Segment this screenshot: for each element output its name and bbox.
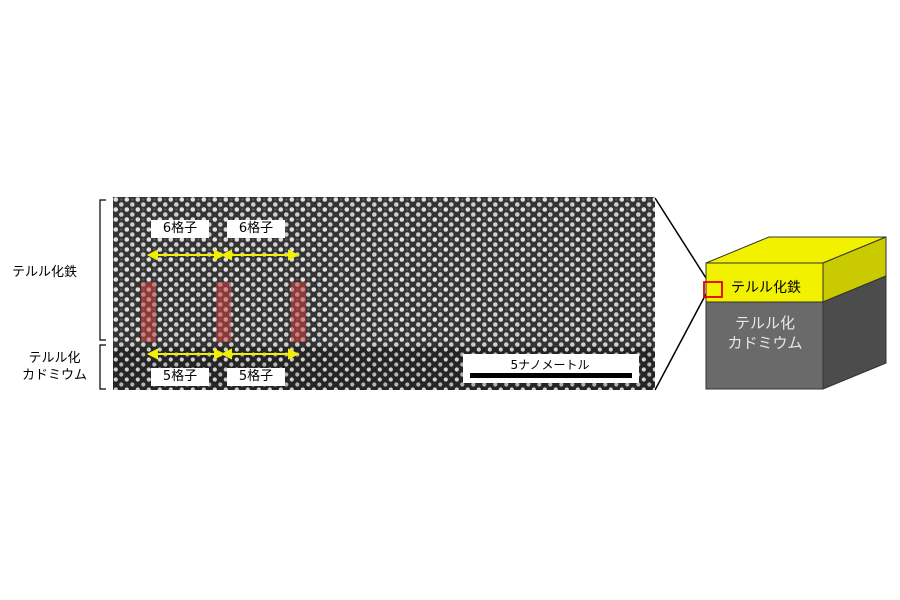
lattice-arrow-bottom	[146, 348, 300, 360]
dislocation-marker	[291, 282, 306, 342]
lattice-count-bottom-left: 5格子	[151, 368, 209, 386]
cadmium-telluride-label: テルル化 カドミウム	[22, 350, 87, 384]
scale-bar-box	[463, 354, 639, 383]
scale-bar-label: 5ナノメートル	[510, 358, 590, 372]
cadmium-telluride-label-line2: カドミウム	[22, 368, 88, 383]
cube-substrate-label-line2: カドミウム	[727, 334, 803, 352]
dislocation-marker	[216, 282, 231, 342]
iron-telluride-label: テルル化鉄	[12, 265, 78, 280]
cube-substrate-label-line1: テルル化	[734, 314, 795, 332]
layer-cube-diagram	[703, 236, 887, 390]
region-highlight	[703, 281, 723, 298]
cadmium-telluride-label-line1: テルル化	[28, 351, 81, 366]
scale-bar	[470, 373, 632, 378]
cube-substrate-label: テルル化 カドミウム	[707, 313, 823, 353]
lattice-count-top-left: 6格子	[151, 220, 209, 238]
substrate-side-face	[822, 275, 887, 390]
cube-film-label: テルル化鉄	[731, 280, 801, 296]
lattice-count-bottom-right: 5格子	[227, 368, 285, 386]
dislocation-marker	[141, 282, 156, 342]
lattice-count-top-right: 6格子	[227, 220, 285, 238]
lattice-arrow-top	[146, 249, 300, 261]
